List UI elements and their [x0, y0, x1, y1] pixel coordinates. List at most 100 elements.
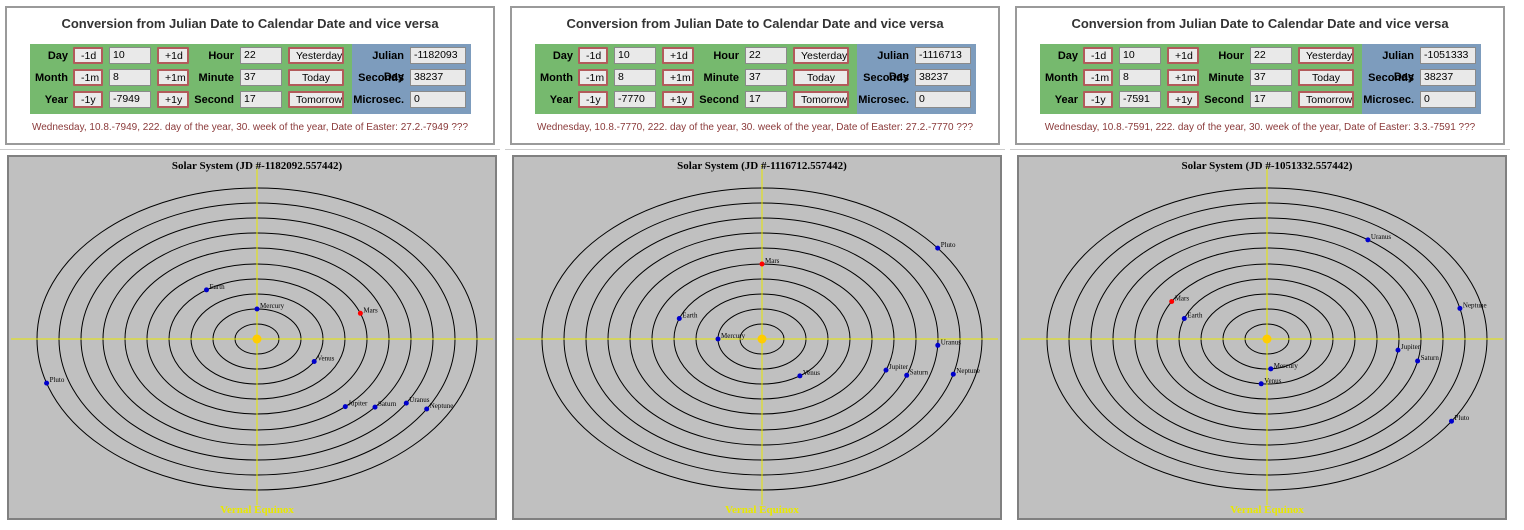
- tomorrow-button[interactable]: Tomorrow: [793, 91, 849, 108]
- minus-day-button[interactable]: -1d: [578, 47, 608, 64]
- today-button[interactable]: Today: [1298, 69, 1354, 86]
- plus-month-button[interactable]: +1m: [157, 69, 189, 86]
- vernal-equinox-label: Vernal Equinox: [220, 504, 294, 516]
- converter-panel: Conversion from Julian Date to Calendar …: [505, 0, 1005, 530]
- microsec-label: Microsec.: [353, 94, 404, 106]
- microsec-row: Microsec. 0: [857, 90, 976, 111]
- tomorrow-button[interactable]: Tomorrow: [1298, 91, 1354, 108]
- planet-label-earth: Earth: [210, 283, 226, 291]
- day-field[interactable]: 10: [1119, 47, 1161, 64]
- second-field[interactable]: 17: [745, 91, 787, 108]
- day-field[interactable]: 10: [109, 47, 151, 64]
- minus-month-button[interactable]: -1m: [578, 69, 608, 86]
- planet-mars: [1169, 299, 1175, 304]
- minute-field[interactable]: 37: [745, 69, 787, 86]
- julian-day-row: Julian Day -1051333: [1362, 46, 1481, 83]
- planet-label-neptune: Neptune: [430, 402, 454, 410]
- julian-day-field[interactable]: -1051333: [1420, 47, 1476, 64]
- minus-month-button[interactable]: -1m: [73, 69, 103, 86]
- sun: [757, 334, 767, 344]
- plus-month-button[interactable]: +1m: [662, 69, 694, 86]
- planet-label-jupiter: Jupiter: [889, 363, 909, 371]
- planet-label-pluto: Pluto: [50, 376, 65, 384]
- second-field[interactable]: 17: [240, 91, 282, 108]
- seconds-row: Seconds 38237: [857, 68, 976, 89]
- minus-year-button[interactable]: -1y: [578, 91, 608, 108]
- hour-field[interactable]: 22: [745, 47, 787, 64]
- seconds-field[interactable]: 38237: [410, 69, 466, 86]
- plus-year-button[interactable]: +1y: [662, 91, 694, 108]
- seconds-field[interactable]: 38237: [1420, 69, 1476, 86]
- minus-year-button[interactable]: -1y: [1083, 91, 1113, 108]
- date-converter: Conversion from Julian Date to Calendar …: [510, 6, 1000, 145]
- microsec-field[interactable]: 0: [410, 91, 466, 108]
- minute-field[interactable]: 37: [240, 69, 282, 86]
- hour-field[interactable]: 22: [1250, 47, 1292, 64]
- planet-label-neptune: Neptune: [1463, 301, 1487, 309]
- minus-day-button[interactable]: -1d: [73, 47, 103, 64]
- month-field[interactable]: 8: [109, 69, 151, 86]
- year-row: Year -1y -7770 +1y Second 17 Tomorrow: [535, 90, 857, 111]
- tomorrow-button[interactable]: Tomorrow: [288, 91, 344, 108]
- julian-section: Julian Day -1182093 Seconds 38237 Micros…: [352, 44, 471, 114]
- month-field[interactable]: 8: [1119, 69, 1161, 86]
- planet-neptune: [1457, 305, 1463, 311]
- minus-day-button[interactable]: -1d: [1083, 47, 1113, 64]
- planet-jupiter: [342, 404, 348, 410]
- minus-month-button[interactable]: -1m: [1083, 69, 1113, 86]
- julian-day-field[interactable]: -1116713: [915, 47, 971, 64]
- separator: [505, 149, 1005, 150]
- converter-form: Day -1d 10 +1d Hour 22 Yesterday Month -…: [535, 44, 976, 114]
- planet-mars: [759, 261, 765, 267]
- planet-earth: [204, 287, 209, 293]
- date-time-section: Day -1d 10 +1d Hour 22 Yesterday Month -…: [535, 44, 857, 114]
- planet-label-mercury: Mercury: [260, 302, 285, 310]
- today-button[interactable]: Today: [793, 69, 849, 86]
- julian-day-row: Julian Day -1182093: [352, 46, 471, 83]
- plus-year-button[interactable]: +1y: [157, 91, 189, 108]
- planet-label-mercury: Mercury: [721, 332, 746, 340]
- day-label: Day: [552, 50, 573, 62]
- planet-saturn: [1415, 358, 1421, 364]
- date-info-text: Wednesday, 10.8.-7770, 222. day of the y…: [536, 122, 974, 133]
- planet-venus: [1258, 381, 1264, 387]
- solar-title: Solar System (JD #-1116712.557442): [677, 160, 847, 172]
- hour-field[interactable]: 22: [240, 47, 282, 64]
- seconds-label: Seconds: [358, 72, 404, 84]
- plus-year-button[interactable]: +1y: [1167, 91, 1199, 108]
- separator: [1010, 149, 1510, 150]
- sun: [1262, 334, 1272, 344]
- planet-mercury: [1268, 366, 1274, 372]
- planet-neptune: [950, 371, 956, 377]
- second-field[interactable]: 17: [1250, 91, 1292, 108]
- year-field[interactable]: -7591: [1119, 91, 1161, 108]
- today-button[interactable]: Today: [288, 69, 344, 86]
- planet-pluto: [44, 380, 50, 386]
- plus-day-button[interactable]: +1d: [157, 47, 189, 64]
- yesterday-button[interactable]: Yesterday: [1298, 47, 1354, 64]
- microsec-field[interactable]: 0: [915, 91, 971, 108]
- year-label: Year: [44, 94, 68, 106]
- yesterday-button[interactable]: Yesterday: [288, 47, 344, 64]
- plus-month-button[interactable]: +1m: [1167, 69, 1199, 86]
- planet-label-venus: Venus: [1264, 377, 1281, 385]
- yesterday-button[interactable]: Yesterday: [793, 47, 849, 64]
- planet-label-jupiter: Jupiter: [348, 400, 368, 408]
- day-field[interactable]: 10: [614, 47, 656, 64]
- planet-mercury: [254, 306, 260, 312]
- plus-day-button[interactable]: +1d: [662, 47, 694, 64]
- plus-day-button[interactable]: +1d: [1167, 47, 1199, 64]
- julian-day-field[interactable]: -1182093: [410, 47, 466, 64]
- minus-year-button[interactable]: -1y: [73, 91, 103, 108]
- month-field[interactable]: 8: [614, 69, 656, 86]
- sun: [252, 334, 262, 344]
- seconds-field[interactable]: 38237: [915, 69, 971, 86]
- planet-label-mars: Mars: [1175, 295, 1190, 303]
- microsec-field[interactable]: 0: [1420, 91, 1476, 108]
- year-field[interactable]: -7770: [614, 91, 656, 108]
- year-field[interactable]: -7949: [109, 91, 151, 108]
- minute-field[interactable]: 37: [1250, 69, 1292, 86]
